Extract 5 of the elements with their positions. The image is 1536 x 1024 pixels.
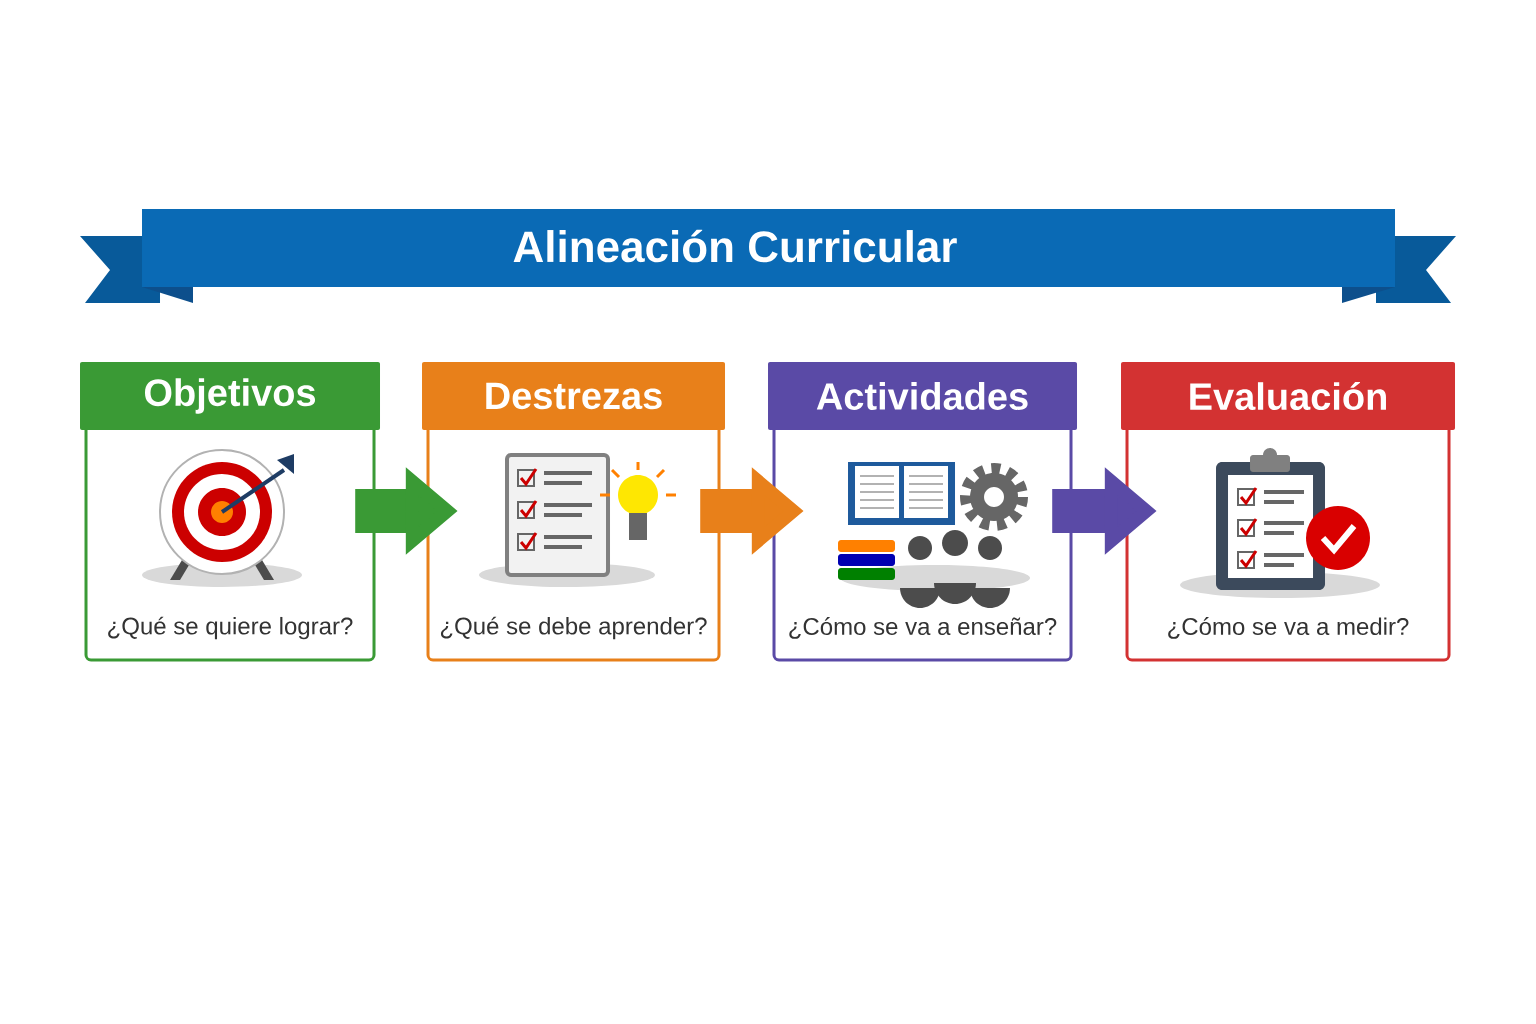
card-heading: Actividades (816, 382, 1028, 410)
card-heading: Objetivos (145, 378, 316, 414)
card-heading: Destrezas (486, 382, 662, 410)
card-heading: Evaluación (1190, 381, 1386, 411)
title-banner: Alineación Curricular (80, 209, 1456, 303)
